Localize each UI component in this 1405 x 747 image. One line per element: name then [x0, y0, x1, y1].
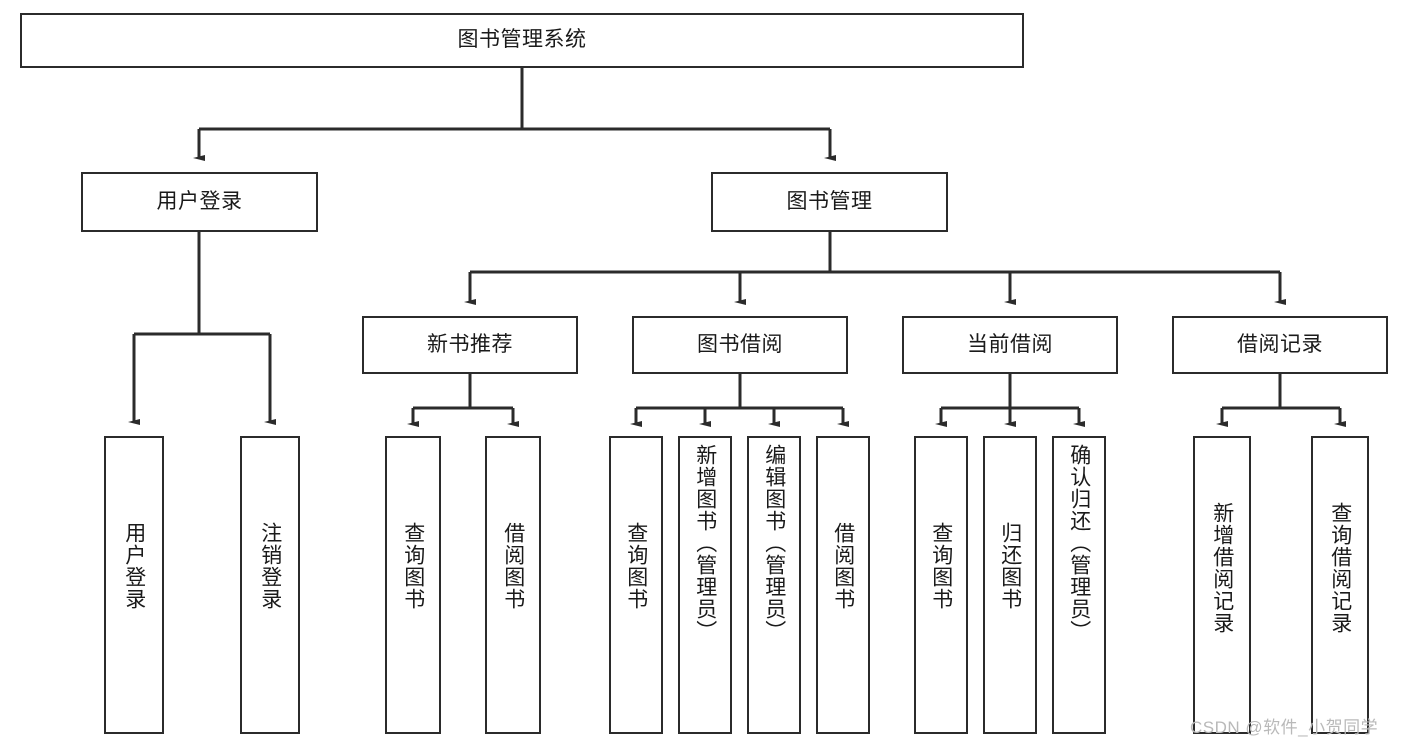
node-label: 新增图书（管理员） [693, 444, 717, 642]
node-new-book-recommend[interactable]: 新书推荐 [362, 316, 578, 374]
node-label: 归还图书 [998, 522, 1022, 610]
node-label: 图书借阅 [697, 332, 783, 356]
node-label: 当前借阅 [967, 332, 1053, 356]
leaf-borrow-book-recommend[interactable]: 借阅图书 [485, 436, 541, 734]
leaf-borrow-book[interactable]: 借阅图书 [816, 436, 870, 734]
node-label: 查询图书 [929, 522, 953, 610]
node-label: 查询借阅记录 [1328, 502, 1352, 634]
leaf-query-book-borrow[interactable]: 查询图书 [609, 436, 663, 734]
node-label: 新增借阅记录 [1210, 502, 1234, 634]
node-label: 用户登录 [122, 522, 146, 610]
leaf-query-book-recommend[interactable]: 查询图书 [385, 436, 441, 734]
node-label: 新书推荐 [427, 332, 513, 356]
leaf-user-login[interactable]: 用户登录 [104, 436, 164, 734]
leaf-add-book-admin[interactable]: 新增图书（管理员） [678, 436, 732, 734]
node-book-management[interactable]: 图书管理 [711, 172, 948, 232]
node-label: 用户登录 [156, 189, 243, 213]
leaf-logout[interactable]: 注销登录 [240, 436, 300, 734]
leaf-return-book[interactable]: 归还图书 [983, 436, 1037, 734]
leaf-add-borrow-record[interactable]: 新增借阅记录 [1193, 436, 1251, 734]
node-root-book-management-system[interactable]: 图书管理系统 [20, 13, 1024, 68]
csdn-watermark: CSDN @软件_小贺同学 [1190, 718, 1379, 737]
node-label: 图书管理系统 [457, 28, 587, 52]
leaf-edit-book-admin[interactable]: 编辑图书（管理员） [747, 436, 801, 734]
node-label: 借阅图书 [831, 522, 855, 610]
node-user-login[interactable]: 用户登录 [81, 172, 318, 232]
node-label: 查询图书 [401, 522, 425, 610]
node-label: 借阅图书 [501, 522, 525, 610]
node-borrow-record[interactable]: 借阅记录 [1172, 316, 1388, 374]
node-label: 查询图书 [624, 522, 648, 610]
node-label: 注销登录 [258, 522, 282, 610]
leaf-query-borrow-record[interactable]: 查询借阅记录 [1311, 436, 1369, 734]
node-label: 确认归还（管理员） [1067, 444, 1091, 642]
node-current-borrow[interactable]: 当前借阅 [902, 316, 1118, 374]
leaf-query-book-current[interactable]: 查询图书 [914, 436, 968, 734]
leaf-confirm-return-admin[interactable]: 确认归还（管理员） [1052, 436, 1106, 734]
node-label: 图书管理 [786, 189, 873, 213]
node-label: 编辑图书（管理员） [762, 444, 786, 642]
node-book-borrow[interactable]: 图书借阅 [632, 316, 848, 374]
node-label: 借阅记录 [1237, 332, 1323, 356]
